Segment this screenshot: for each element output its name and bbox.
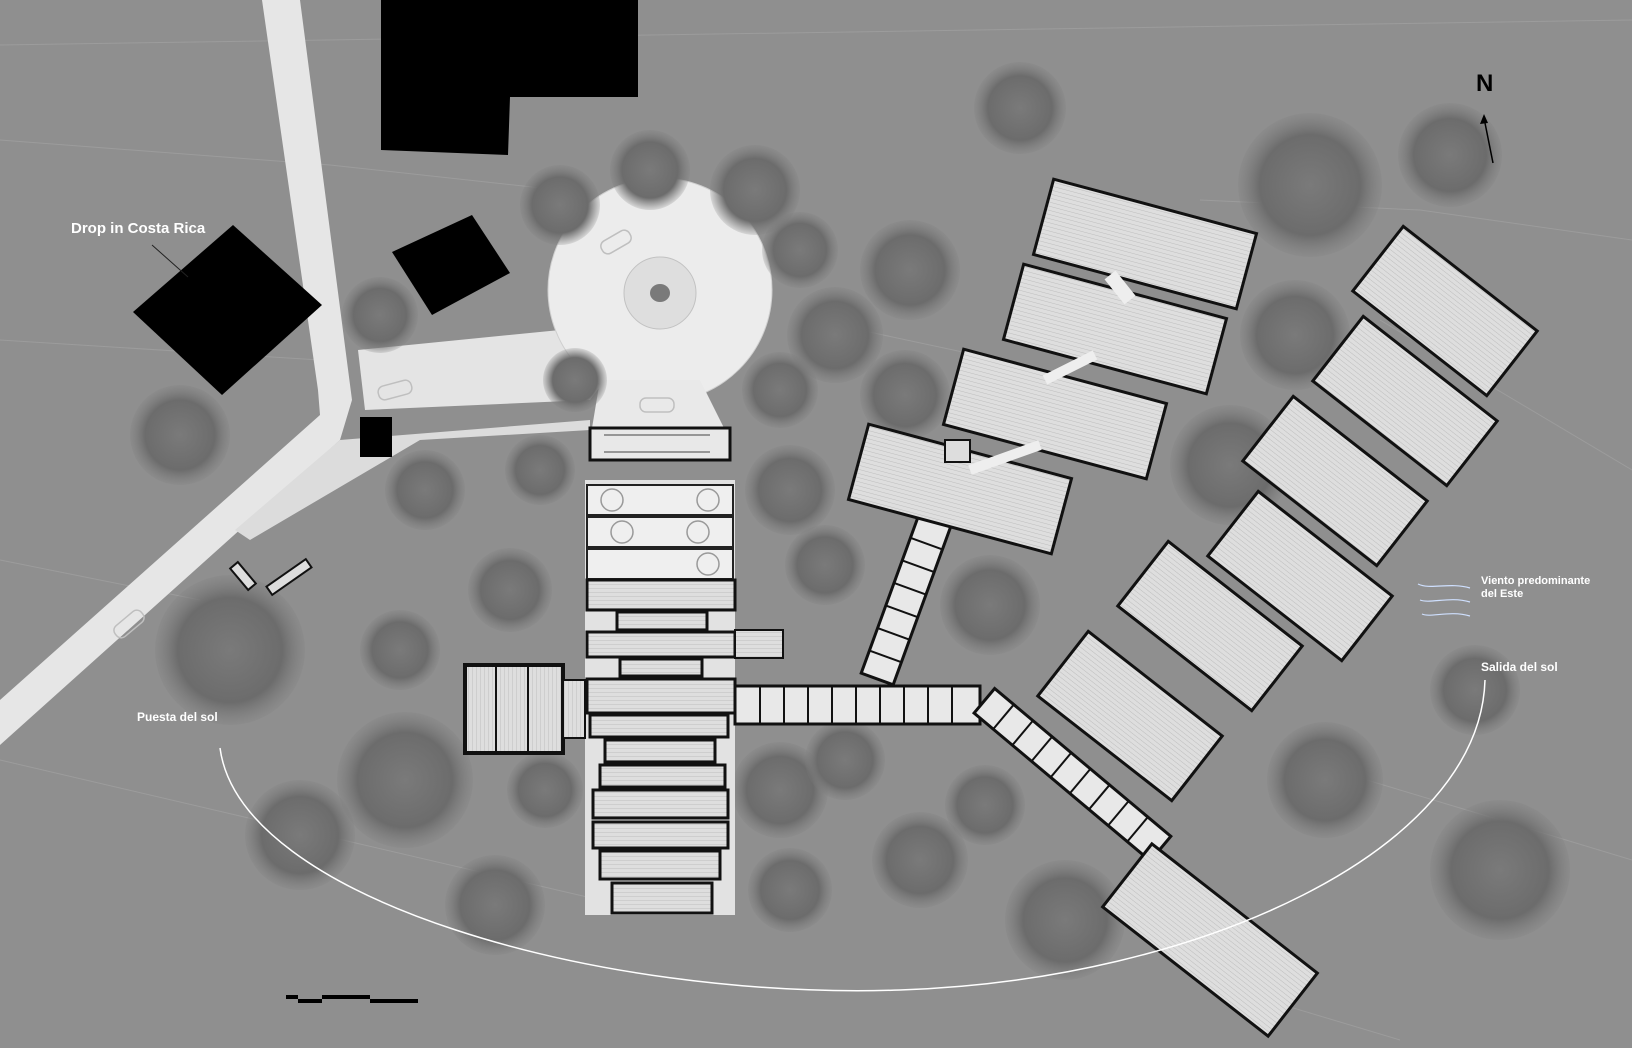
north-arrow-icon (1480, 114, 1494, 164)
wind-arrow-icon (1417, 583, 1471, 617)
east-cabins (1035, 224, 1540, 803)
entry-ramps (228, 426, 732, 597)
sun-path-arc (219, 679, 1486, 992)
sunset-label: Puesta del sol (137, 710, 218, 724)
drop-label: Drop in Costa Rica (71, 220, 206, 237)
se-hall (1100, 841, 1320, 1039)
north-cabins (846, 177, 1259, 556)
sunrise-label: Salida del sol (1481, 660, 1558, 674)
scale-bar-icon (286, 995, 418, 1003)
trees (130, 62, 1570, 980)
east-corridor (733, 684, 982, 726)
drop-leader-line (151, 244, 189, 278)
cars (113, 229, 675, 639)
roundabout (547, 177, 773, 440)
central-spine (463, 480, 784, 915)
wind-label: Viento predominante del Este (1481, 575, 1590, 601)
existing-buildings (133, 0, 638, 457)
se-corridor (971, 686, 1173, 863)
wind-label-line2: del Este (1481, 588, 1524, 600)
wind-label-line1: Viento predominante (1481, 575, 1591, 587)
north-label: N (1476, 70, 1494, 97)
